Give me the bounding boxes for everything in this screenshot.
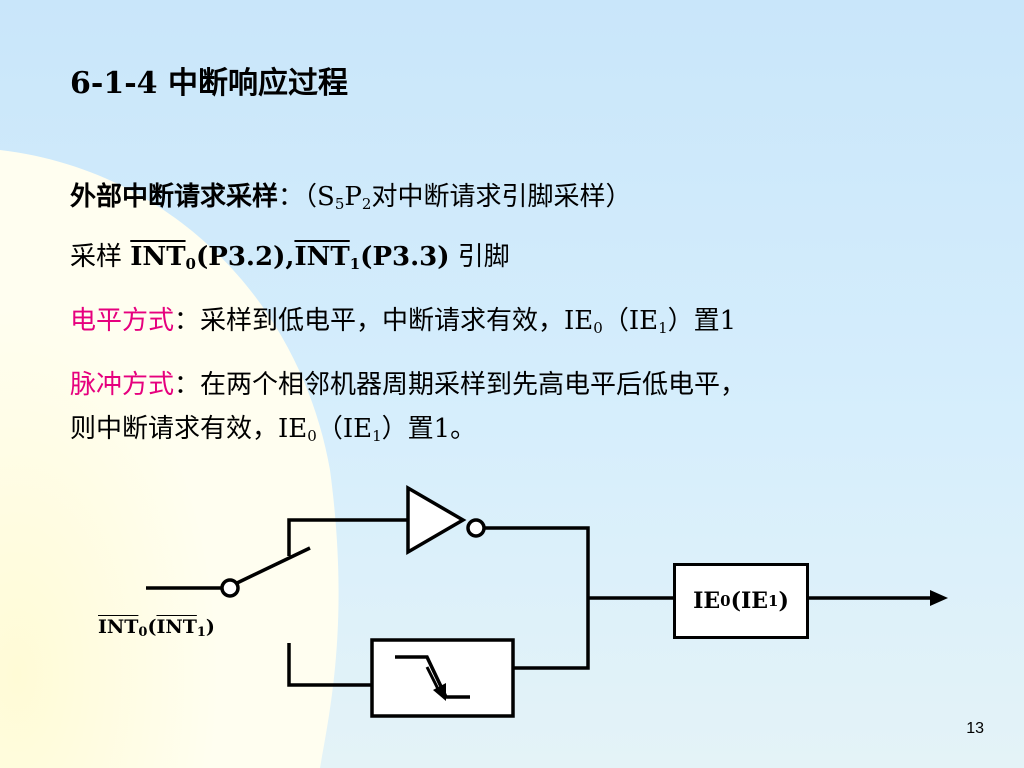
pulse-mode-line: 脉冲方式：在两个相邻机器周期采样到先高电平后低电平， (70, 370, 747, 400)
inverter-triangle (406, 484, 467, 556)
falling-edge-icon (395, 655, 470, 699)
switch-blade (236, 546, 311, 585)
inverter-bubble (466, 518, 486, 538)
pulse-mode-line-2: 则中断请求有效，IE0（IE1）置1。 (70, 414, 477, 445)
pulse-mode-label: 脉冲方式 (70, 370, 175, 400)
int0-pin: INT0(P3.2),INT1(P3.3) (130, 242, 450, 273)
inverter-output-wire (484, 526, 590, 598)
lower-branch-wire (287, 643, 372, 687)
slide-title: 6-1-4 中断响应过程 (70, 66, 348, 101)
switch-pivot (220, 578, 240, 598)
page-number: 13 (966, 720, 984, 737)
int-pin-label: INT0(INT1) (98, 616, 215, 640)
sample-pins-line: 采样 INT0(P3.2),INT1(P3.3) 引脚 (70, 242, 510, 273)
external-sampling-label: 外部中断请求采样 (70, 182, 279, 212)
external-sampling-line: 外部中断请求采样：（S5P2对中断请求引脚采样） (70, 182, 632, 213)
edge-detector-box (370, 638, 515, 718)
level-mode-label: 电平方式 (70, 306, 175, 336)
upper-branch-wire (287, 518, 408, 556)
output-arrowhead (930, 590, 948, 606)
edge-detector-output-wire (513, 598, 590, 670)
edge-arrowhead (433, 683, 446, 701)
level-mode-line: 电平方式：采样到低电平，中断请求有效，IE0（IE1）置1 (70, 306, 737, 337)
